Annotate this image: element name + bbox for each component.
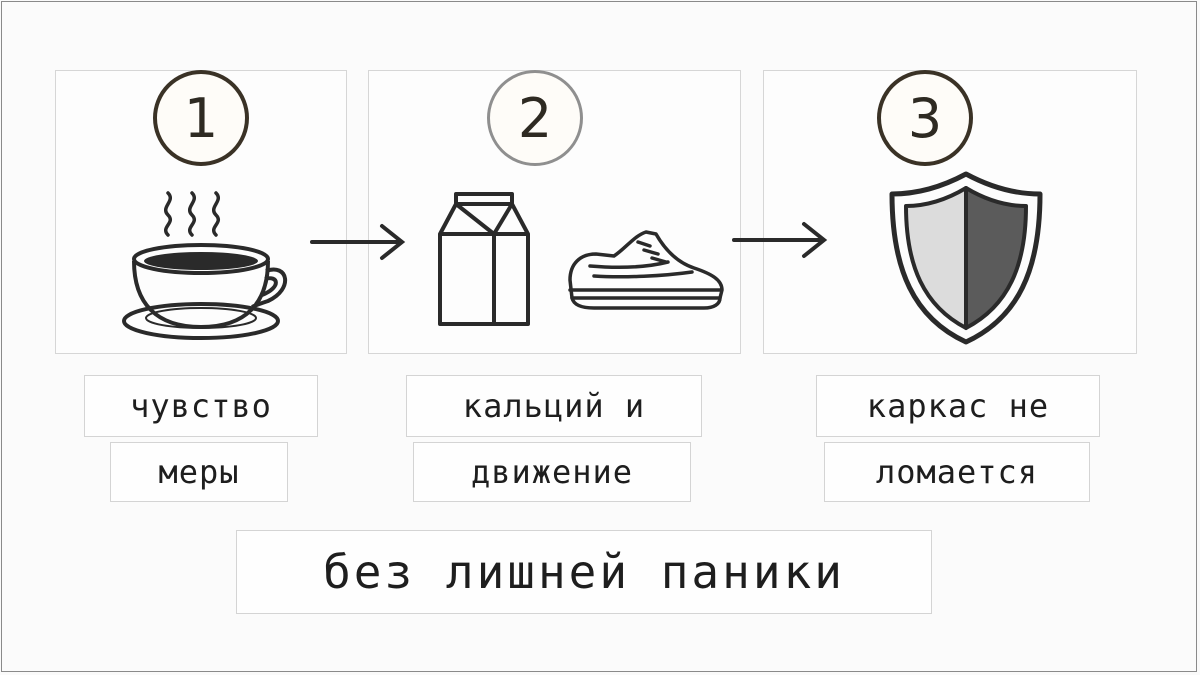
step-2-label-line1: кальций и [406,375,702,437]
shield-icon [889,171,1043,345]
step-3-label-line1: каркас не [816,375,1100,437]
sneaker-icon [568,230,724,310]
step-3-number: 3 [877,70,973,166]
arrow-right-icon [732,222,828,258]
conclusion-banner: без лишней паники [236,530,932,614]
arrow-right-icon [310,224,406,260]
step-2-label-line2: движение [413,442,691,502]
step-3-label-line2: ломается [824,442,1090,502]
step-1-number: 1 [153,70,249,166]
coffee-cup-icon [122,191,288,340]
step-2-number: 2 [487,70,583,166]
step-1-label-line1: чувство [84,375,318,437]
milk-carton-icon [438,192,530,326]
step-1-label-line2: меры [110,442,288,502]
